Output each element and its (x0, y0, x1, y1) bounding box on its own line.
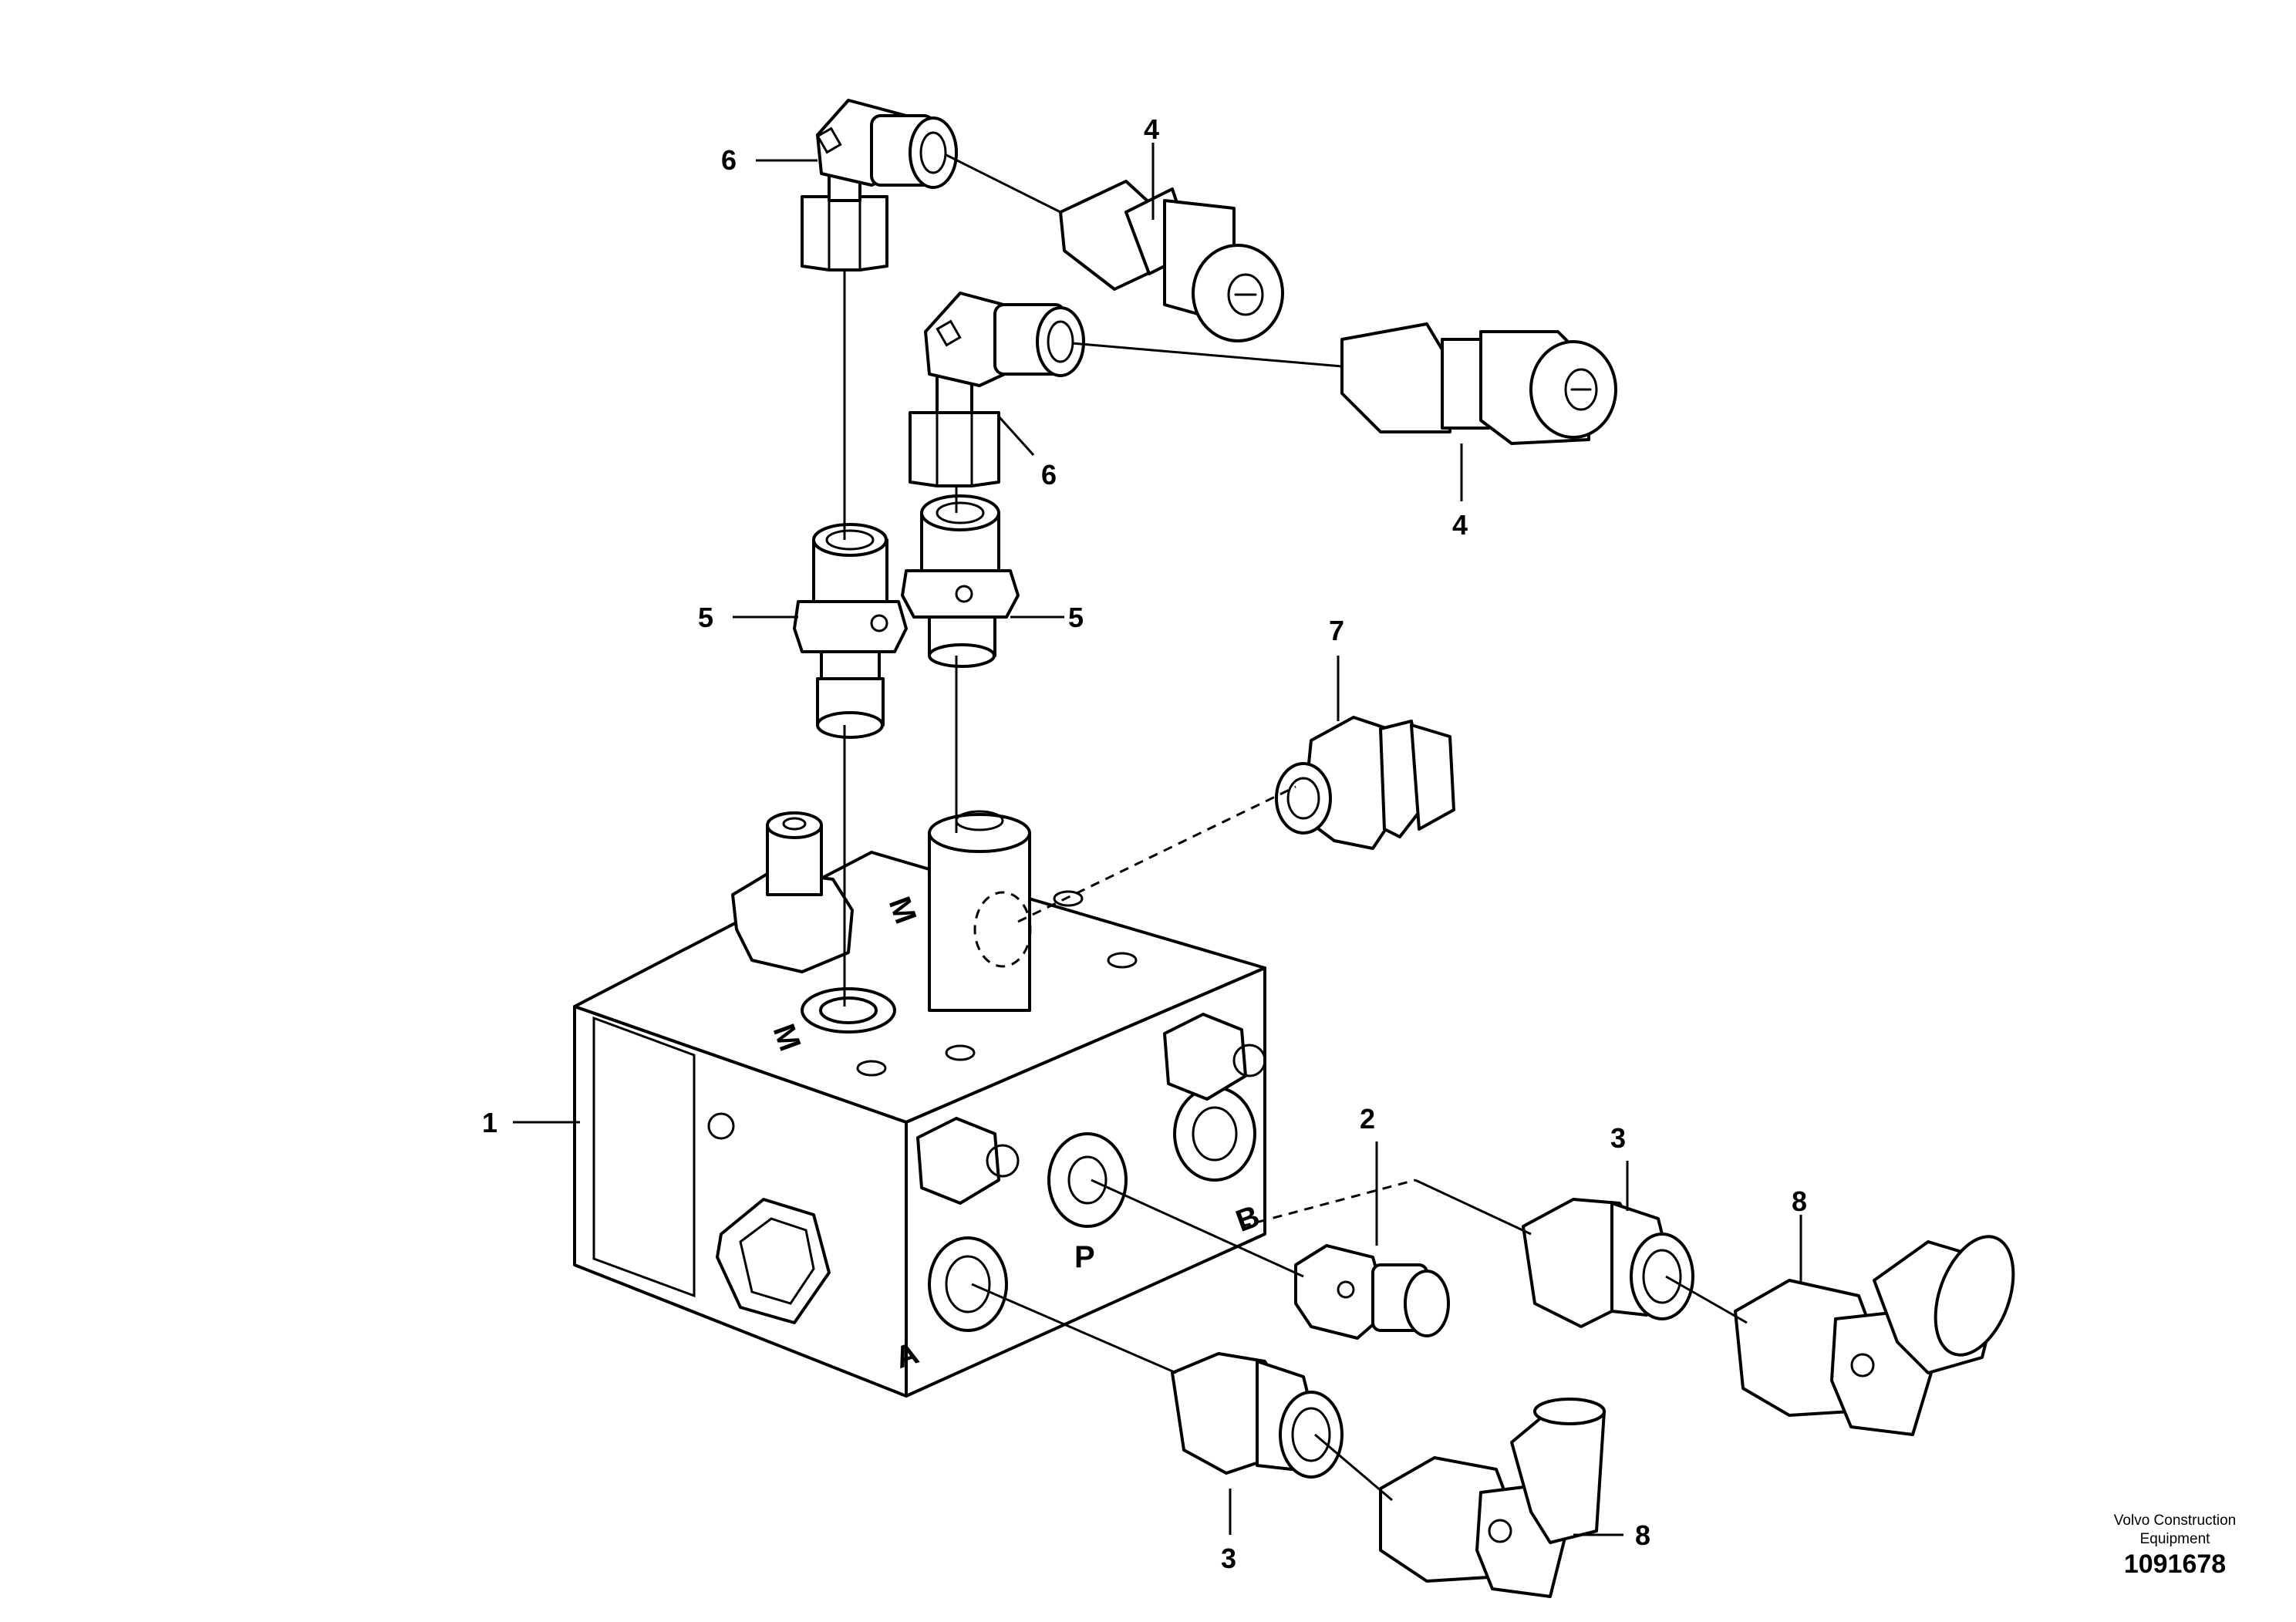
swivel-elbow-upper (1734, 1235, 2015, 1436)
adapter-fitting-upper (1522, 1198, 1694, 1328)
publisher-name-line-1: Volvo Construction (2113, 1512, 2237, 1529)
swivel-elbow-lower (1379, 1398, 1606, 1598)
callout-6-upper: 6 (721, 144, 737, 176)
callout-4-upper: 4 (1144, 113, 1159, 145)
union-fitting-lower (1340, 322, 1617, 445)
bulkhead-adapter-left (793, 523, 908, 739)
callout-5-right: 5 (1068, 602, 1084, 633)
callout-3-upper: 3 (1610, 1122, 1626, 1154)
bulkhead-adapter-right (901, 494, 1020, 668)
elbow-fitting-upper (801, 99, 958, 271)
callout-3-lower: 3 (1221, 1543, 1236, 1574)
callout-5-left: 5 (698, 602, 713, 633)
port-label-p: P (1074, 1240, 1095, 1274)
small-adapter-fitting (1294, 1244, 1450, 1340)
elbow-fitting-lower (909, 292, 1085, 487)
callout-8-upper: 8 (1792, 1185, 1807, 1217)
union-fitting-upper (1059, 180, 1284, 342)
callout-1: 1 (482, 1107, 497, 1138)
plug-fitting (1275, 716, 1455, 850)
drawing-number: 1091678 (2123, 1549, 2227, 1579)
callout-2: 2 (1360, 1103, 1375, 1135)
callout-4-lower: 4 (1452, 509, 1468, 541)
publisher-credit: Volvo Construction Equipment 1091678 (2082, 1512, 2267, 1580)
callout-leaders (513, 143, 1802, 1536)
assembly-lines (843, 153, 1748, 1502)
callout-6-lower: 6 (1041, 459, 1057, 491)
callout-8-lower: 8 (1635, 1519, 1650, 1551)
callout-7: 7 (1329, 615, 1344, 646)
valve-block (573, 810, 1266, 1398)
adapter-fitting-lower (1171, 1352, 1344, 1479)
publisher-name-line-2: Equipment (2139, 1531, 2210, 1547)
